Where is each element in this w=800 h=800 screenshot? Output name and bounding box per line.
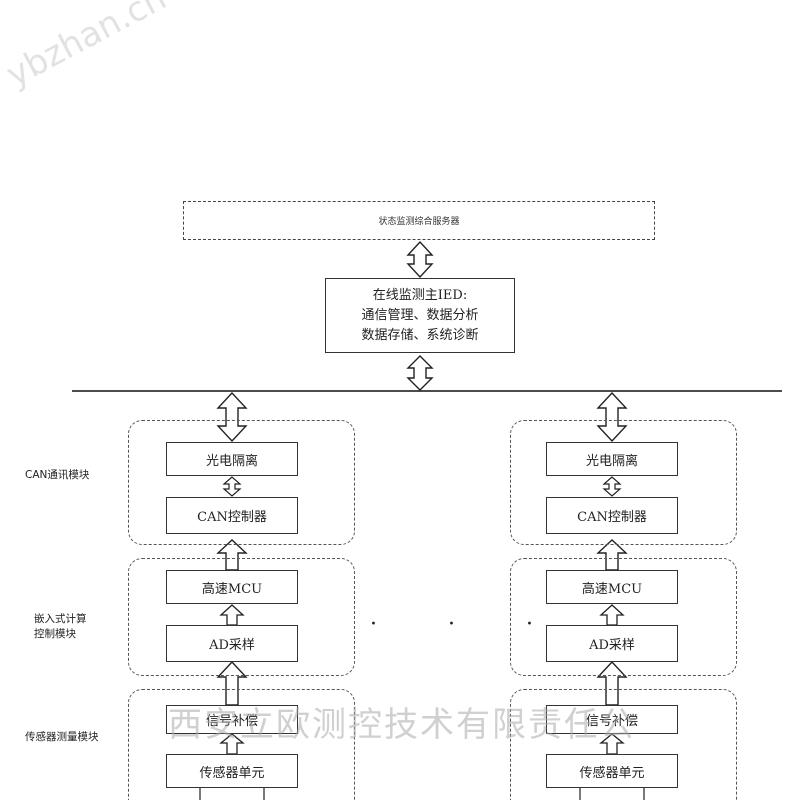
right-mcu-box: 高速MCU: [546, 570, 678, 604]
ied-line-2: 通信管理、数据分析: [361, 307, 479, 323]
server-label: 状态监测综合服务器: [378, 217, 460, 227]
left-optic-label: 光电隔离: [205, 453, 258, 469]
left-optic-box: 光电隔离: [166, 442, 298, 476]
right-sensor-label: 传感器单元: [579, 765, 645, 781]
arrow-right-optic-can: [602, 476, 622, 497]
label-compute-module: 嵌入式计算 控制模块: [34, 612, 87, 642]
right-optic-label: 光电隔离: [585, 453, 638, 469]
left-ad-box: AD采样: [166, 625, 298, 662]
label-can-module: CAN通讯模块: [25, 469, 90, 481]
right-signal-label: 信号补偿: [585, 714, 638, 729]
right-optic-box: 光电隔离: [546, 442, 678, 476]
left-can-group: [128, 420, 355, 545]
left-ad-label: AD采样: [209, 638, 255, 653]
left-mcu-box: 高速MCU: [166, 570, 298, 604]
left-signal-label: 信号补偿: [205, 714, 258, 729]
left-can-controller-label: CAN控制器: [197, 510, 267, 525]
ied-line-3: 数据存储、系统诊断: [361, 327, 479, 343]
left-signal-box: 信号补偿: [166, 705, 298, 734]
left-can-controller-box: CAN控制器: [166, 497, 298, 534]
right-can-controller-label: CAN控制器: [577, 510, 647, 525]
arrow-bus-right-optic: [596, 391, 628, 443]
label-compute-line-1: 嵌入式计算: [34, 613, 87, 625]
right-ad-label: AD采样: [589, 638, 635, 653]
left-sensor-box: 传感器单元: [166, 754, 298, 788]
right-can-group: [510, 420, 737, 545]
right-ad-box: AD采样: [546, 625, 678, 662]
status-server-box: 状态监测综合服务器: [183, 201, 655, 240]
arrow-left-optic-can: [222, 476, 242, 497]
left-compute-group: [128, 558, 355, 676]
right-can-controller-box: CAN控制器: [546, 497, 678, 534]
right-sensor-group: [510, 689, 737, 800]
right-signal-box: 信号补偿: [546, 705, 678, 734]
label-compute-line-2: 控制模块: [34, 628, 76, 640]
main-ied-box: 在线监测主IED: 通信管理、数据分析 数据存储、系统诊断: [325, 278, 515, 353]
left-sensor-group: [128, 689, 355, 800]
arrow-bus-left-optic: [216, 391, 248, 443]
arrow-ied-bus: [406, 355, 434, 391]
right-sensor-box: 传感器单元: [546, 754, 678, 788]
left-mcu-label: 高速MCU: [201, 581, 263, 597]
right-compute-group: [510, 558, 737, 676]
ied-line-1: 在线监测主IED:: [372, 287, 468, 303]
watermark-company: 西安立欧测控技术有限责任公: [168, 705, 636, 745]
label-sensor-module: 传感器测量模块: [25, 731, 99, 743]
ellipsis-more-columns: · · ·: [370, 612, 565, 637]
left-sensor-label: 传感器单元: [199, 765, 265, 781]
arrow-server-ied: [406, 240, 434, 279]
right-mcu-label: 高速MCU: [581, 581, 643, 597]
